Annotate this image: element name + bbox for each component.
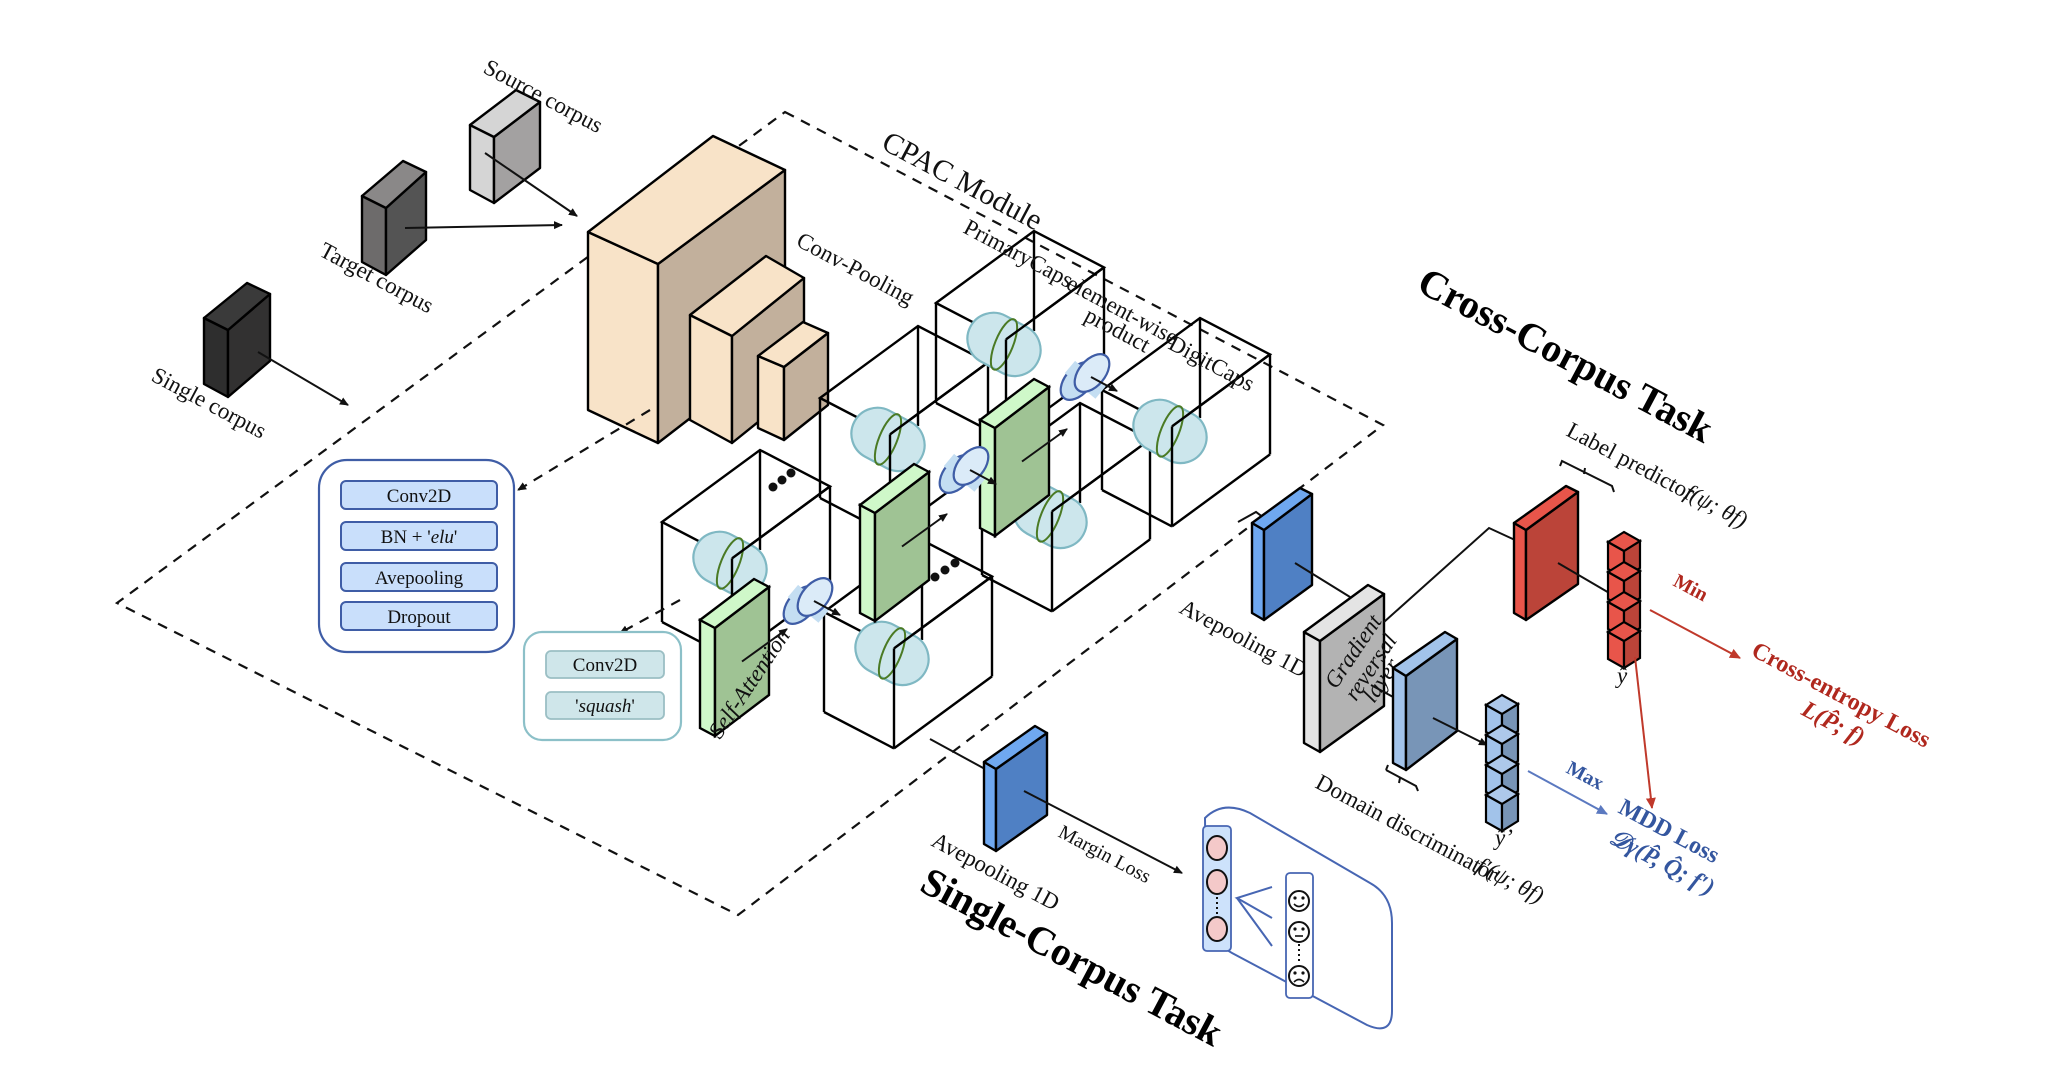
min-label: Min — [1670, 570, 1712, 606]
max-label: Max — [1563, 757, 1608, 795]
single-corpus-title: Single-Corpus Task — [914, 858, 1231, 1055]
domain-output-cube — [1483, 783, 1521, 833]
avepool-to-grl — [1294, 562, 1351, 598]
domain-discriminator-brace — [1385, 764, 1419, 792]
capsule-node — [1206, 869, 1228, 895]
label-output-cubes — [1605, 530, 1643, 670]
self-attention-slab — [857, 462, 948, 624]
label-to-mdd-arrow — [1634, 656, 1656, 809]
bn-elu-layer — [340, 521, 498, 551]
single-arrow — [257, 351, 349, 406]
conv2d-layer — [340, 480, 498, 510]
dropout-layer — [340, 601, 498, 631]
capsule-icon — [1132, 398, 1208, 465]
single-corpus-block — [202, 281, 272, 399]
single-avepooling-slab — [982, 724, 1049, 853]
cpac-module-title: CPAC Module — [877, 125, 1048, 237]
label-predictor-fn: f(ψ; θf) — [1681, 479, 1752, 533]
label-predictor-brace — [1559, 459, 1615, 493]
cross-corpus-title: Cross-Corpus Task — [1411, 258, 1722, 452]
margin-loss-arrow — [1023, 790, 1183, 874]
caps-conv2d-label: Conv2D — [573, 655, 637, 676]
elementwise-product-disc — [782, 577, 841, 625]
conv-pooling-label: Conv-Pooling — [793, 227, 919, 310]
ellipsis-dots-lower — [930, 558, 960, 582]
dropout-label: Dropout — [387, 607, 451, 628]
capsule-layer-detail-box: Conv2D 'squash' — [522, 630, 683, 742]
avepooling-layer — [340, 562, 498, 592]
capsule-node — [1206, 916, 1228, 942]
conv2d-label: Conv2D — [387, 486, 451, 507]
elementwise-product-disc — [938, 446, 997, 494]
bn-elu-label: BN + 'elu' — [381, 527, 458, 548]
cross-avepooling-slab — [1250, 486, 1314, 622]
y-hat-prime-label: ŷ’ — [1493, 825, 1513, 850]
label-output-cube — [1605, 620, 1643, 670]
domain-output-cubes — [1483, 693, 1521, 833]
caps-conv2d-layer — [545, 650, 665, 679]
source-arrow — [484, 152, 578, 217]
squash-layer — [545, 691, 665, 720]
grl-to-discriminator — [1370, 684, 1396, 699]
max-arrow — [1527, 770, 1608, 815]
sad-face-icon — [1288, 965, 1310, 987]
discriminator-to-output — [1432, 717, 1488, 746]
emotion-classification-panel — [1202, 806, 1393, 1030]
elementwise-product-discs — [782, 353, 1118, 625]
domain-discriminator-slab — [1391, 630, 1459, 772]
conv-pooling-block-small — [756, 320, 830, 442]
self-attention-slab — [977, 377, 1068, 539]
target-corpus-block — [360, 159, 428, 277]
squash-label: 'squash' — [575, 696, 635, 717]
capsule-cube — [659, 448, 833, 660]
neutral-face-icon — [1288, 921, 1310, 943]
conv-layer-detail-box: Conv2D BN + 'elu' Avepooling Dropout — [317, 458, 516, 654]
gradient-reversal-layer — [1302, 583, 1386, 754]
margin-loss-label: Margin Loss — [1055, 821, 1155, 888]
conv-detail-leader — [517, 409, 651, 491]
min-arrow — [1649, 609, 1741, 659]
source-corpus-block — [468, 88, 542, 205]
capsule-cube — [1099, 316, 1273, 528]
capsule-node — [1206, 835, 1228, 861]
single-connector — [929, 738, 986, 770]
label-predictor-slab — [1512, 484, 1580, 622]
ellipsis-dots-upper — [768, 468, 796, 492]
capsule-icon — [854, 620, 930, 687]
cpac-module-outline — [114, 110, 1386, 917]
y-hat-label: ŷ — [1615, 663, 1628, 688]
target-arrow — [404, 221, 563, 230]
domain-discriminator-fn: f′(ψ; θf) — [1473, 852, 1548, 908]
cross-avepooling-label: Avepooling 1D — [1176, 594, 1312, 682]
label-predictor-to-output — [1557, 562, 1612, 595]
happy-face-icon — [1288, 890, 1310, 912]
grl-to-label-predictor — [1383, 526, 1516, 623]
self-attention-slabs — [697, 377, 1068, 739]
capsule-cubes — [659, 229, 1273, 750]
avepooling-label: Avepooling — [375, 568, 464, 589]
caps-detail-leader — [619, 599, 681, 634]
elementwise-product-disc — [1059, 353, 1118, 401]
self-attention-slab — [697, 577, 788, 739]
